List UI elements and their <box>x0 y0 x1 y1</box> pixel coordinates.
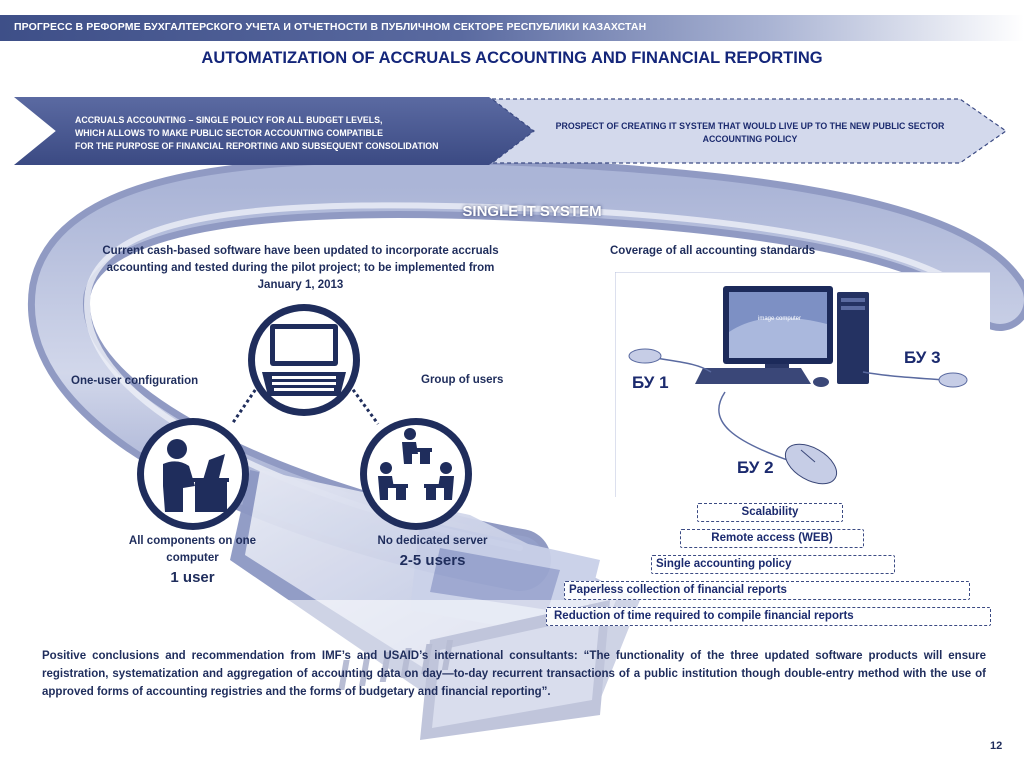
header-band-text: ПРОГРЕСС В РЕФОРМЕ БУХГАЛТЕРСКОГО УЧЕТА … <box>14 21 647 33</box>
header-band <box>0 15 1024 41</box>
feature-scalability: Scalability <box>697 503 843 522</box>
prospect-arrow-text: PROSPECT OF CREATING IT SYSTEM THAT WOUL… <box>555 121 945 144</box>
consultants-conclusion-text: Positive conclusions and recommendation … <box>42 650 986 698</box>
page-number: 12 <box>990 740 1003 752</box>
group-of-users-label: Group of users <box>421 374 504 386</box>
computer-illustration <box>615 272 990 497</box>
bu1-label: БУ 1 <box>632 373 669 392</box>
no-server-text: No dedicated server <box>377 535 488 547</box>
bu2-label: БУ 2 <box>737 458 774 477</box>
bu3-label: БУ 3 <box>904 348 941 367</box>
single-it-system-title: SINGLE IT SYSTEM <box>462 203 602 220</box>
laptop-icon <box>248 304 360 416</box>
feature-reduction-of-time: Reduction of time required to compile fi… <box>546 607 991 626</box>
group-users-icon <box>360 418 472 530</box>
policy-arrow-text: ACCRUALS ACCOUNTING – SINGLE POLICY FOR … <box>75 115 439 151</box>
feature-remote-access: Remote access (WEB) <box>680 529 864 548</box>
page-title: AUTOMATIZATION OF ACCRUALS ACCOUNTING AN… <box>201 49 823 67</box>
prospect-arrow <box>490 98 1008 164</box>
one-user-count: 1 user <box>170 569 215 586</box>
software-update-text: Current cash-based software have been up… <box>102 245 499 291</box>
one-user-config-label: One-user configuration <box>71 375 199 387</box>
all-components-text: All components on one computer <box>128 535 257 564</box>
feature-paperless-collection: Paperless collection of financial report… <box>564 581 970 600</box>
users-count: 2-5 users <box>399 552 466 569</box>
policy-arrow <box>14 97 536 165</box>
single-user-icon <box>137 418 249 530</box>
screen-caption: image computer <box>758 316 802 322</box>
feature-single-accounting-policy: Single accounting policy <box>651 555 895 574</box>
coverage-text: Coverage of all accounting standards <box>610 245 816 257</box>
